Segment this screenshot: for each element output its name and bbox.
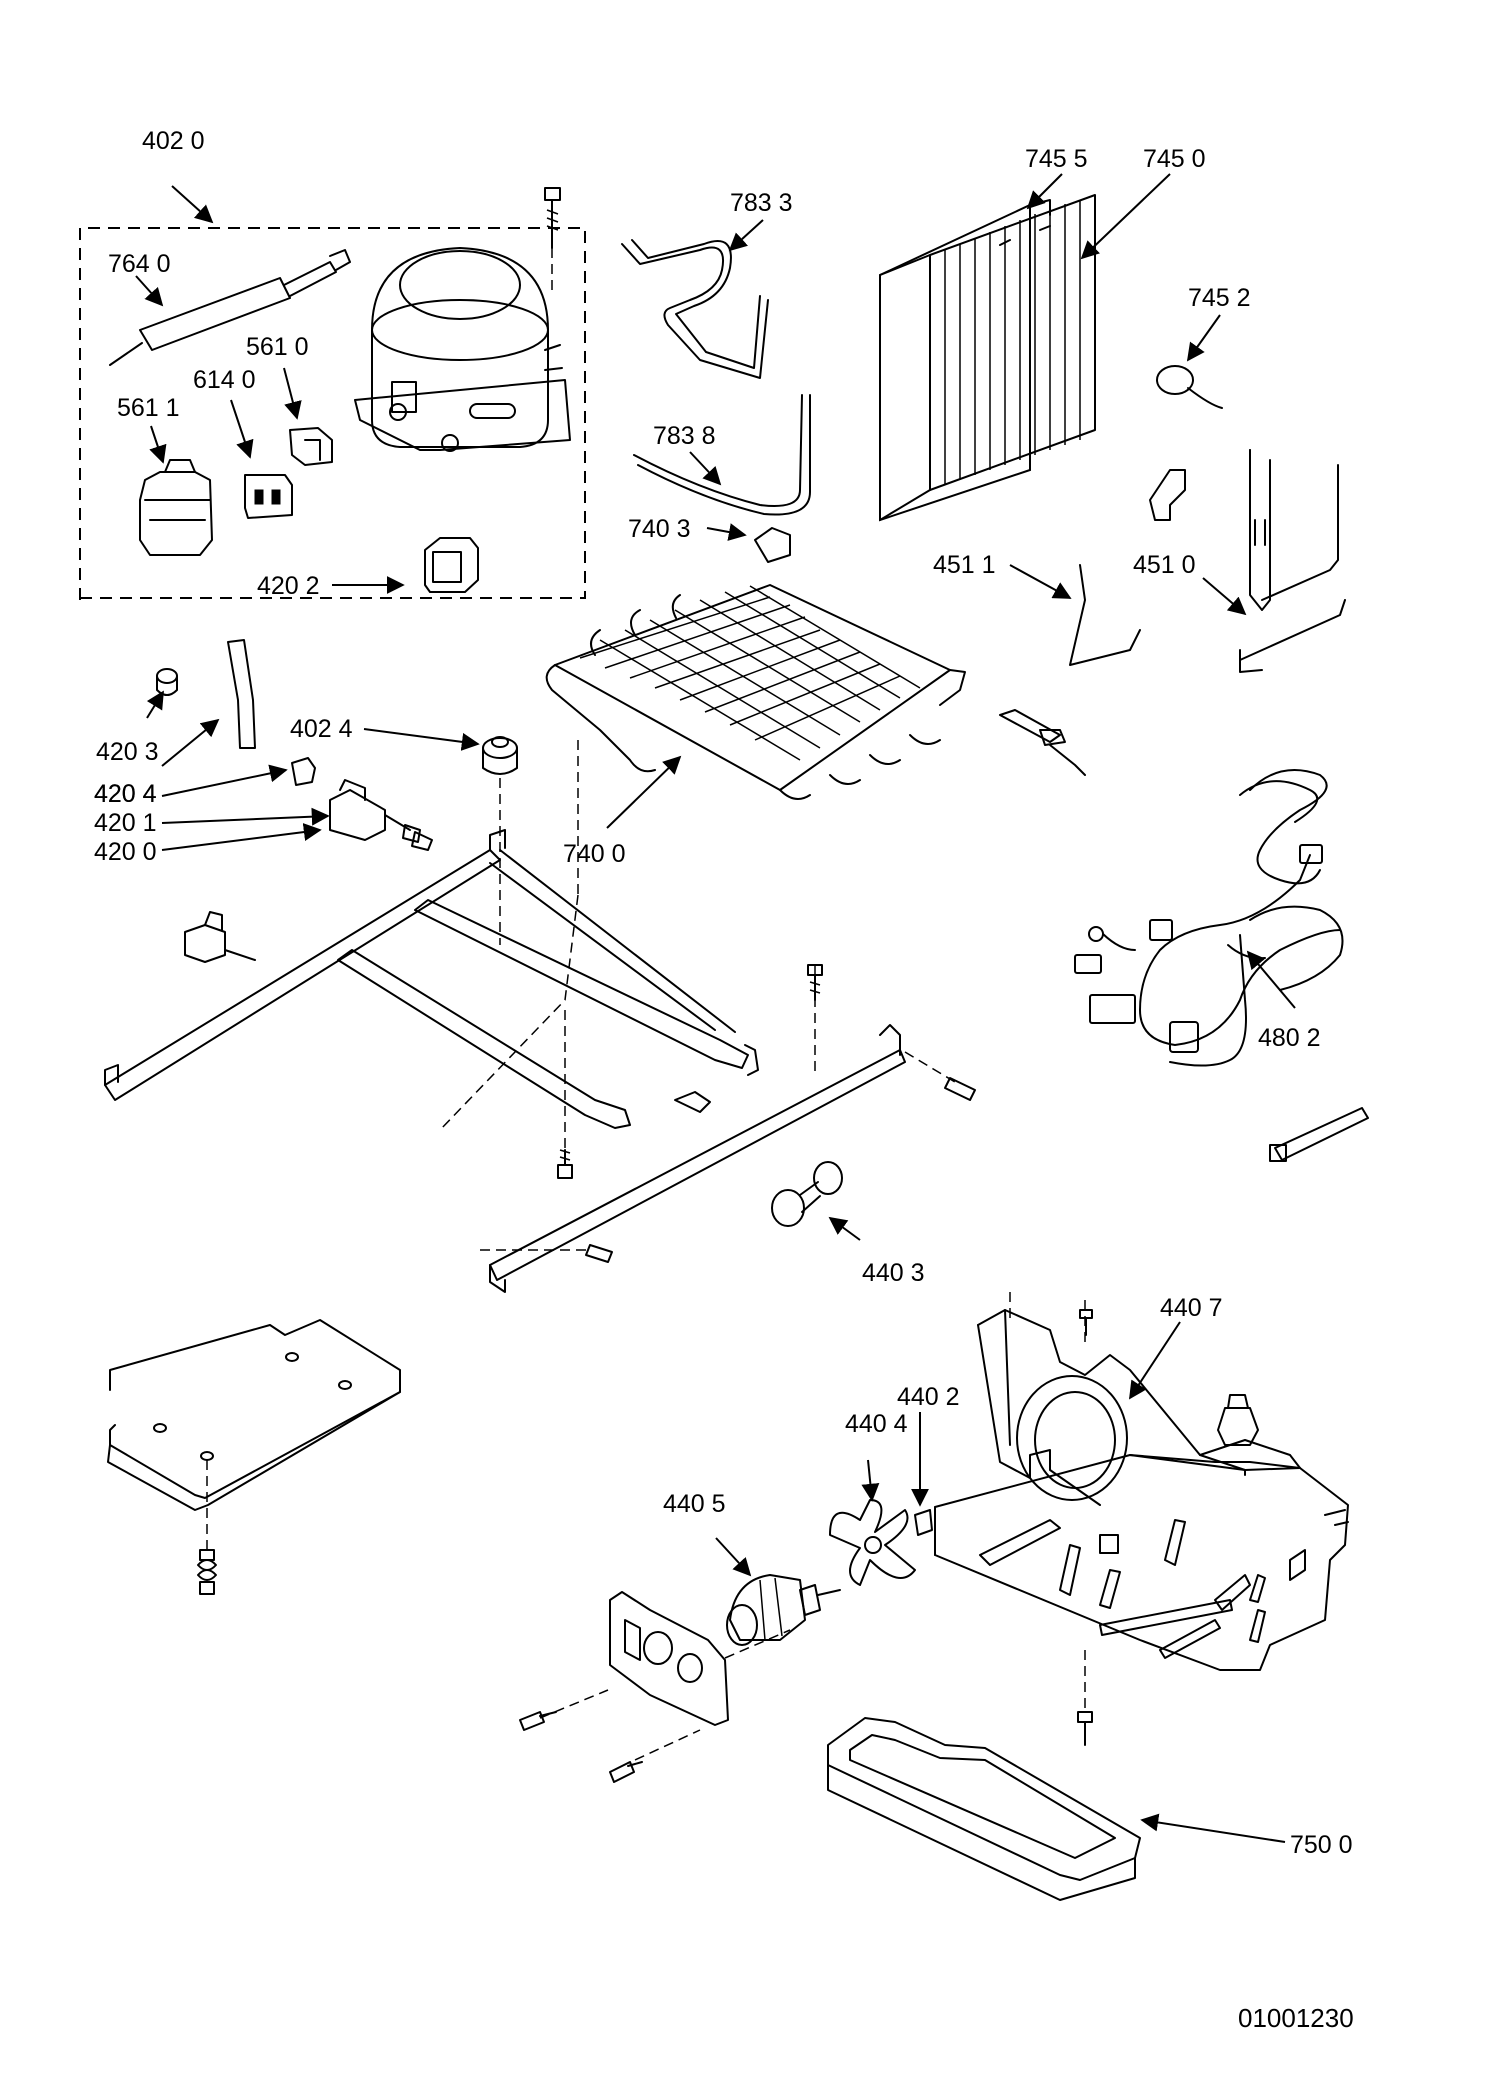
- cover-plate: [107, 1319, 401, 1595]
- part-label: 402 4: [290, 715, 353, 743]
- fan-shroud: [934, 1309, 1349, 1671]
- fan-blade: [829, 1499, 916, 1586]
- compressor-mount: [482, 736, 518, 775]
- part-label: 420 4: [94, 780, 157, 808]
- small-bracket: [999, 709, 1086, 776]
- part-label: 740 0: [563, 840, 626, 868]
- document-number: 01001230: [1238, 2003, 1354, 2033]
- base-frame: [104, 829, 906, 1293]
- clamp: [1149, 469, 1186, 521]
- compressor-group-box: [79, 227, 586, 600]
- motor-screws: [519, 1689, 701, 1783]
- shroud-cap: [1217, 1394, 1259, 1446]
- motor-bracket: [609, 1591, 729, 1726]
- condenser-coil: [545, 584, 966, 800]
- part-label: 561 1: [117, 394, 180, 422]
- wiring-harness: [1074, 769, 1344, 1067]
- part-label: 783 8: [653, 422, 716, 450]
- part-label: 745 2: [1188, 284, 1251, 312]
- part-label: 420 1: [94, 809, 157, 837]
- part-label: 451 0: [1133, 551, 1196, 579]
- defrost-thermostat: [1156, 365, 1223, 409]
- leveling-foot: [771, 1161, 843, 1227]
- part-label: 420 0: [94, 838, 157, 866]
- heater-wire-hook: [1069, 564, 1141, 666]
- terminal-cover: [424, 537, 479, 593]
- discharge-tube: [633, 394, 811, 516]
- part-label: 451 1: [933, 551, 996, 579]
- bracket-parts: [291, 757, 433, 851]
- start-relay: [139, 459, 213, 556]
- part-label: 420 4: [94, 780, 157, 808]
- frame-screws: [557, 964, 976, 1263]
- part-label: 420 3: [96, 738, 159, 766]
- part-label: 440 7: [1160, 1294, 1223, 1322]
- compressor: [354, 247, 571, 452]
- part-label: 740 3: [628, 515, 691, 543]
- drain-pan: [827, 1717, 1141, 1901]
- part-label: 783 3: [730, 189, 793, 217]
- fan-clip: [914, 1509, 933, 1536]
- part-label: 745 0: [1143, 145, 1206, 173]
- suction-tube: [621, 239, 769, 379]
- part-label: 440 3: [862, 1259, 925, 1287]
- relay-cover-clip: [289, 427, 333, 466]
- defrost-heater: [1239, 449, 1346, 673]
- part-label: 402 0: [142, 127, 205, 155]
- part-label: 480 2: [1258, 1024, 1321, 1052]
- overload-protector: [244, 474, 293, 519]
- grommet: [156, 668, 178, 696]
- part-label: 561 0: [246, 333, 309, 361]
- part-label: 440 4: [845, 1410, 908, 1438]
- part-label: 420 2: [257, 572, 320, 600]
- fan-motor: [726, 1574, 841, 1646]
- leader-lines: [135, 173, 1296, 1843]
- evaporator: [879, 194, 1096, 522]
- part-labels: 402 0 764 0 561 0 614 0 561 1 420 2 783 …: [94, 127, 1353, 1859]
- filter-drier: [109, 249, 351, 366]
- compressor-screw: [544, 187, 561, 290]
- cable-tie: [1269, 1107, 1369, 1162]
- part-label: 440 5: [663, 1490, 726, 1518]
- part-label: 750 0: [1290, 1831, 1353, 1859]
- part-label: 745 5: [1025, 145, 1088, 173]
- condenser-bracket: [754, 527, 791, 563]
- hose: [227, 639, 256, 749]
- part-label: 764 0: [108, 250, 171, 278]
- part-label: 614 0: [193, 366, 256, 394]
- part-label: 440 2: [897, 1383, 960, 1411]
